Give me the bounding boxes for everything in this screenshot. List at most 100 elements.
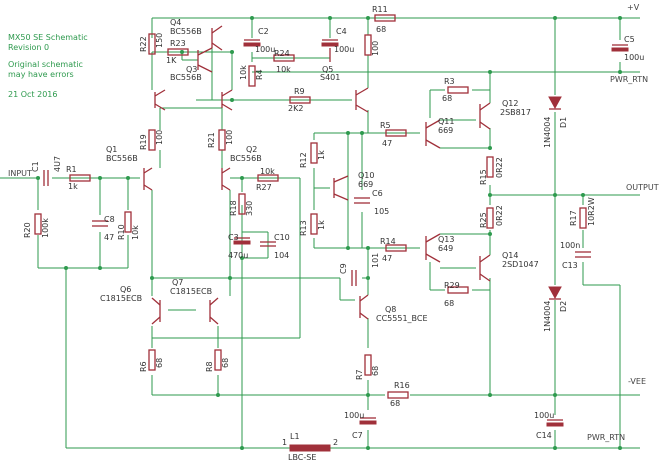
svg-text:669: 669 xyxy=(358,180,373,189)
inductor-l1[interactable]: L1 1 2 LBC-SE xyxy=(282,432,338,461)
junction-dots xyxy=(36,16,622,450)
svg-text:R7: R7 xyxy=(355,369,364,380)
svg-text:Q10: Q10 xyxy=(358,171,374,180)
resistor-r14[interactable]: R14 47 xyxy=(380,237,407,263)
svg-text:C13: C13 xyxy=(562,261,578,270)
svg-text:R23: R23 xyxy=(170,39,186,48)
svg-text:10k: 10k xyxy=(131,225,140,240)
capacitor-c6[interactable]: C6 105 xyxy=(354,189,389,216)
svg-text:68: 68 xyxy=(155,358,164,368)
transistor-q3[interactable]: Q3 BC556B xyxy=(170,47,213,82)
title-text: MX50 SE Schematic xyxy=(8,33,88,42)
transistor-vas-upper[interactable] xyxy=(355,87,369,113)
svg-text:150: 150 xyxy=(155,33,164,48)
resistor-r13[interactable]: R13 1k xyxy=(299,213,326,236)
transistor-q1[interactable]: Q1 BC556B xyxy=(106,145,153,191)
resistor-r9[interactable]: R9 2K2 xyxy=(288,87,311,113)
diode-d2[interactable]: 1N4004 D2 xyxy=(543,286,568,332)
date-text: 21 Oct 2016 xyxy=(8,90,57,99)
svg-text:10k: 10k xyxy=(260,167,275,176)
resistor-r10[interactable]: R10 10k xyxy=(117,211,140,240)
capacitor-c9[interactable]: C9 101 xyxy=(339,253,380,286)
transistor-q12[interactable]: Q12 2SB817 xyxy=(479,99,531,130)
svg-text:Q5: Q5 xyxy=(322,65,333,74)
capacitor-c8[interactable]: C8 47 xyxy=(92,215,115,242)
capacitor-c7[interactable]: 100u C7 xyxy=(344,411,377,440)
svg-text:R10: R10 xyxy=(117,224,126,240)
svg-text:C1: C1 xyxy=(31,161,40,172)
svg-text:Q7: Q7 xyxy=(172,278,183,287)
transistor-q10[interactable]: Q10 669 xyxy=(333,171,374,201)
transistor-q11[interactable]: Q11 669 xyxy=(425,117,454,149)
resistor-r8-top[interactable]: 68 100 xyxy=(364,25,386,56)
svg-text:2K2: 2K2 xyxy=(288,104,303,113)
transistor-q14[interactable]: Q14 2SD1047 xyxy=(479,251,539,282)
resistor-r18[interactable]: R18 330 xyxy=(229,193,254,216)
transistor-ltp-bias[interactable] xyxy=(154,89,233,111)
svg-text:1: 1 xyxy=(282,438,287,447)
svg-text:649: 649 xyxy=(438,244,453,253)
svg-text:C1815ECB: C1815ECB xyxy=(170,287,212,296)
svg-text:47: 47 xyxy=(382,254,392,263)
resistor-r16[interactable]: R16 68 xyxy=(387,381,410,408)
resistor-r3[interactable]: R3 68 xyxy=(442,77,469,103)
transistor-q8[interactable]: Q8 CC5551_BCE xyxy=(359,294,428,323)
svg-text:Q1: Q1 xyxy=(106,145,117,154)
svg-text:R18: R18 xyxy=(229,200,238,216)
svg-text:BC556B: BC556B xyxy=(170,73,202,82)
resistor-r20[interactable]: R20 100k xyxy=(23,213,50,238)
resistor-r24[interactable]: R24 10k xyxy=(273,49,295,74)
resistor-r11[interactable]: R11 xyxy=(372,5,396,22)
resistor-r25[interactable]: R25 0R22 xyxy=(479,205,504,229)
svg-text:100u: 100u xyxy=(624,53,644,62)
transistor-q2[interactable]: Q2 BC556B xyxy=(221,145,262,191)
svg-text:Q14: Q14 xyxy=(502,251,518,260)
resistor-r19[interactable]: R19 100 xyxy=(139,129,164,151)
resistor-r21[interactable]: R21 100 xyxy=(207,129,234,151)
svg-text:R29: R29 xyxy=(444,281,460,290)
resistor-r6[interactable]: R6 68 xyxy=(139,349,164,372)
svg-text:1k: 1k xyxy=(317,150,326,160)
svg-text:Q8: Q8 xyxy=(385,305,396,314)
transistor-q13[interactable]: Q13 649 xyxy=(425,233,454,263)
svg-text:C5: C5 xyxy=(624,35,635,44)
diode-d1[interactable]: 1N4004 D1 xyxy=(543,96,568,148)
transistor-q4[interactable]: Q4 BC556B xyxy=(170,18,223,51)
capacitor-c13[interactable]: 100n C13 xyxy=(560,241,591,270)
svg-text:330: 330 xyxy=(245,201,254,216)
resistor-r4[interactable]: 10k R4 xyxy=(239,65,264,87)
transistor-q7[interactable]: Q7 C1815ECB xyxy=(170,278,219,325)
resistor-r5[interactable]: R5 47 xyxy=(380,121,407,148)
capacitor-c4[interactable]: C4 100u xyxy=(321,27,354,54)
resistor-r7[interactable]: R7 68 xyxy=(355,354,380,380)
svg-text:R6: R6 xyxy=(139,361,148,372)
capacitor-c14[interactable]: 100u C14 xyxy=(534,411,564,440)
resistor-r8[interactable]: R8 68 xyxy=(205,349,230,372)
capacitor-c3[interactable]: C3 470u xyxy=(228,233,251,260)
resistor-r17[interactable]: R17 10R2W xyxy=(569,197,596,229)
svg-text:R15: R15 xyxy=(479,169,488,185)
resistor-r1[interactable]: R1 1k xyxy=(66,165,91,191)
svg-text:C9: C9 xyxy=(339,263,348,274)
resistor-r12[interactable]: R12 1k xyxy=(299,142,326,168)
resistor-r27[interactable]: 10k R27 xyxy=(256,167,279,192)
resistor-r23[interactable]: R23 1K xyxy=(166,39,189,65)
svg-text:C4: C4 xyxy=(336,27,347,36)
resistor-r29[interactable]: R29 68 xyxy=(444,281,469,308)
svg-text:669: 669 xyxy=(438,126,453,135)
svg-text:D2: D2 xyxy=(559,301,568,312)
svg-text:R17: R17 xyxy=(569,210,578,226)
svg-text:105: 105 xyxy=(374,207,389,216)
resistor-r22[interactable]: R22 150 xyxy=(139,33,164,55)
net-vplus-label: +V xyxy=(627,3,640,12)
transistor-q5[interactable]: Q5 S401 xyxy=(320,48,340,82)
capacitor-c1[interactable]: C1 4U7 xyxy=(31,156,62,186)
transistor-q6[interactable]: Q6 C1815ECB xyxy=(100,285,161,325)
svg-text:68: 68 xyxy=(442,94,452,103)
capacitor-c2[interactable]: C2 100u xyxy=(243,27,275,54)
capacitor-c10[interactable]: C10 104 xyxy=(260,233,290,260)
svg-text:470u: 470u xyxy=(228,251,248,260)
resistor-r15[interactable]: R15 0R22 xyxy=(479,156,504,185)
svg-text:Q2: Q2 xyxy=(246,145,257,154)
capacitor-c5[interactable]: C5 100u xyxy=(611,35,644,62)
